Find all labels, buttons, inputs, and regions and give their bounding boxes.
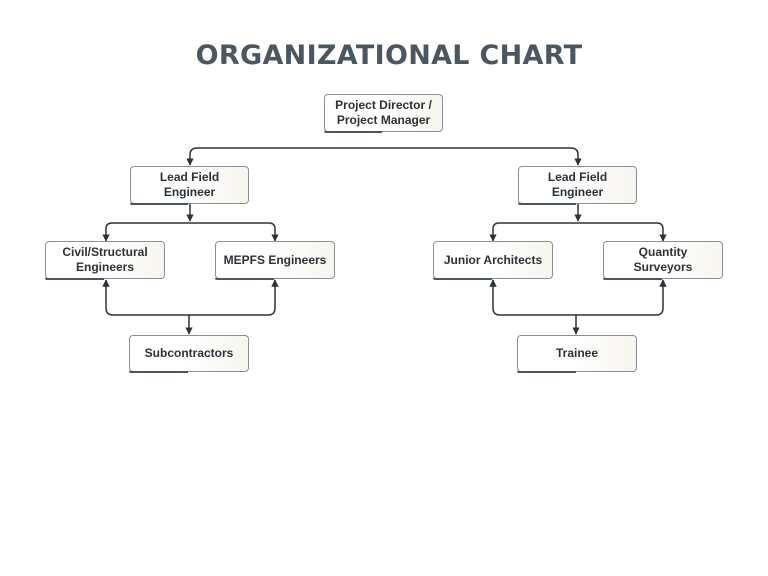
connector-left-children xyxy=(102,222,279,242)
connector-right-bottom xyxy=(489,279,667,316)
node-lead-field-engineer-left: Lead Field Engineer xyxy=(129,166,249,205)
node-trainee: Trainee xyxy=(516,335,637,373)
connector-right-children xyxy=(489,222,667,242)
node-subcontractors: Subcontractors xyxy=(128,335,249,373)
node-project-director: Project Director / Project Manager xyxy=(323,94,443,133)
node-civil-structural-engineers: Civil/Structural Engineers xyxy=(44,241,165,280)
node-lead-field-engineer-right: Lead Field Engineer xyxy=(517,166,637,205)
node-junior-architects: Junior Architects xyxy=(432,241,553,280)
connector-left-bottom xyxy=(102,279,279,316)
node-quantity-surveyors: Quantity Surveyors xyxy=(602,241,723,280)
node-mepfs-engineers: MEPFS Engineers xyxy=(214,241,335,280)
chart-title: ORGANIZATIONAL CHART xyxy=(195,40,583,71)
connector-director-leads xyxy=(186,147,582,166)
